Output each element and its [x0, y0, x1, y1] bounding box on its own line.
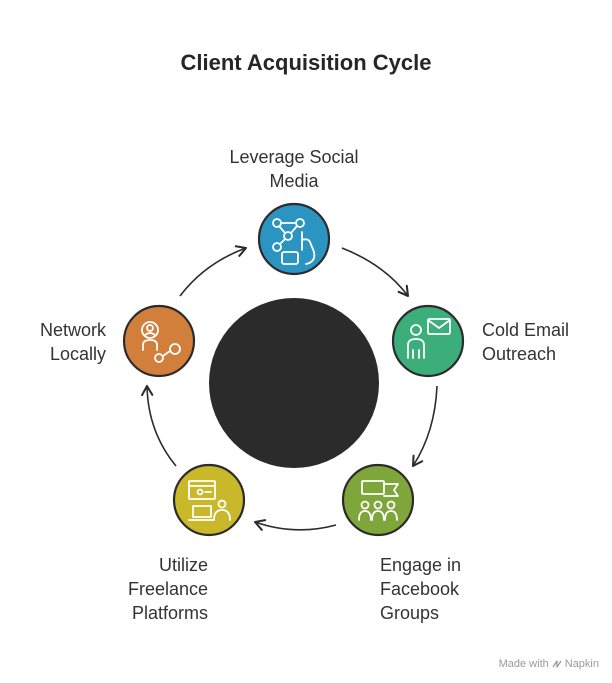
step-label-line: Platforms	[131, 603, 208, 623]
person-share-icon	[141, 321, 181, 363]
arrow-network-to-social	[179, 245, 248, 297]
laptop-profile-icon	[188, 480, 231, 521]
step-label-line: Facebook	[380, 579, 460, 599]
step-node-email	[391, 304, 465, 378]
step-label-line: Media	[269, 171, 319, 191]
step-label-facebook: Engage in Facebook Groups	[380, 553, 461, 625]
step-label-network: Network Locally	[10, 318, 106, 366]
watermark-brand: Napkin	[564, 658, 599, 670]
step-label-social: Leverage Social Media	[192, 145, 396, 193]
arrow-facebook-to-freelance	[253, 519, 337, 531]
step-label-line: Utilize	[158, 555, 208, 575]
arrow-social-to-email	[341, 247, 410, 298]
step-node-facebook	[341, 463, 415, 537]
step-node-freelance	[172, 463, 246, 537]
group-chat-icon	[358, 480, 399, 521]
watermark-prefix: Made with	[498, 658, 549, 670]
step-node-social	[257, 202, 331, 276]
arrow-email-to-facebook	[411, 385, 438, 468]
step-node-network	[122, 304, 196, 378]
step-label-line: Engage in	[380, 555, 462, 575]
step-label-line: Locally	[49, 344, 106, 364]
step-label-email: Cold Email Outreach	[482, 318, 569, 366]
step-label-line: Groups	[380, 603, 440, 623]
person-envelope-icon	[407, 318, 451, 359]
center-circle	[209, 298, 379, 468]
arrow-freelance-to-network	[141, 384, 177, 467]
napkin-logo-icon	[552, 660, 562, 668]
step-label-line: Leverage Social	[229, 147, 359, 167]
step-label-line: Outreach	[482, 344, 557, 364]
step-label-freelance: Utilize Freelance Platforms	[80, 553, 208, 625]
napkin-watermark: Made with Napkin	[499, 658, 599, 670]
step-label-line: Network	[39, 320, 106, 340]
step-label-line: Cold Email	[482, 320, 570, 340]
diagram-title: Client Acquisition Cycle	[180, 50, 432, 75]
social-media-hand-icon	[272, 218, 316, 265]
step-label-line: Freelance	[127, 579, 208, 599]
